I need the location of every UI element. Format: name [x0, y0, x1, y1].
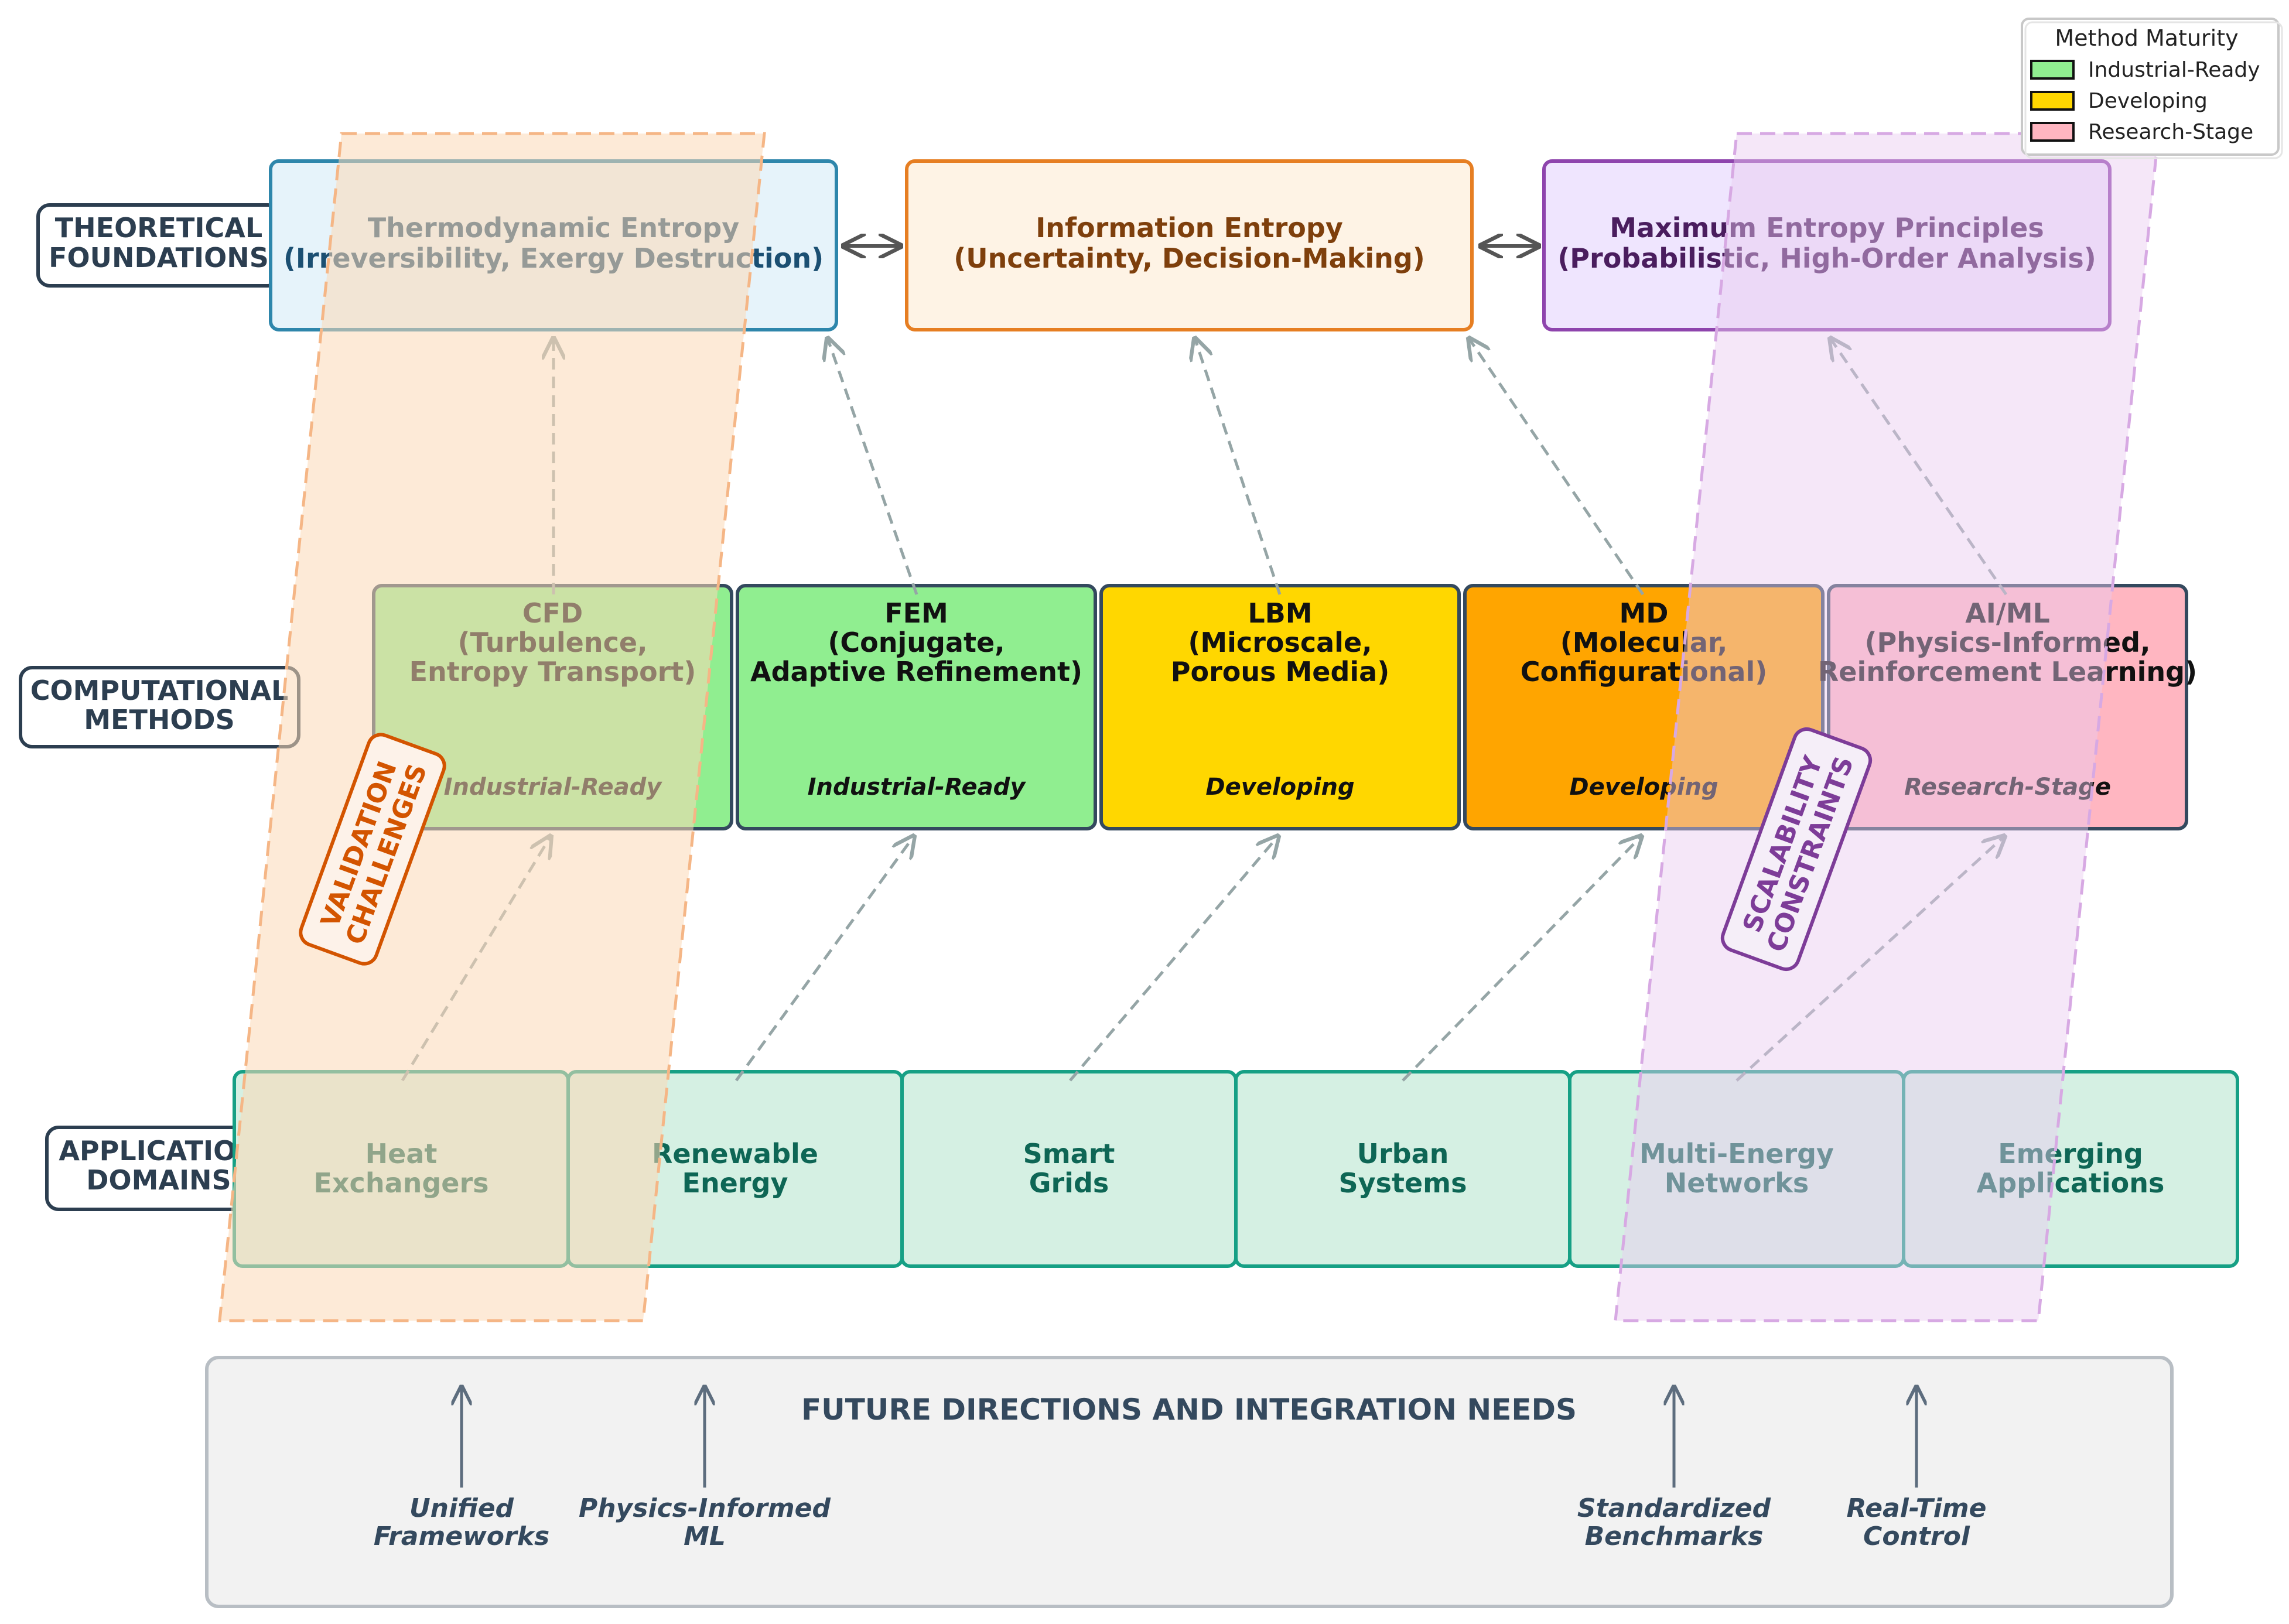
- scalability-constraint-band: [1614, 132, 2160, 1322]
- arrow-multi-to-aiml: [1735, 836, 2004, 1082]
- future-item-piml-line1: Physics-Informed: [579, 1493, 831, 1523]
- foundation-box-maxent: Maximum Entropy Principles(Probabilistic…: [1542, 159, 2112, 331]
- layer-label-application-line2: DOMAINS: [86, 1164, 231, 1196]
- foundation-box-info: Information Entropy(Uncertainty, Decisio…: [905, 159, 1474, 331]
- arrow-fem-to-thermo: [828, 339, 918, 595]
- future-item-unified-line1: Unified: [409, 1493, 514, 1523]
- legend-item-2: Research-Stage: [2030, 120, 2253, 144]
- future-item-rtc-line1: Real-Time: [1847, 1493, 1987, 1523]
- layer-label-theoretical-line2: FOUNDATIONS: [49, 242, 269, 273]
- method-aiml-line1: AI/ML: [1965, 597, 2050, 629]
- method-lbm-line1: LBM: [1248, 597, 1312, 629]
- future-item-bench-line1: Standardized: [1577, 1493, 1771, 1523]
- method-box-md: MD(Molecular,Configurational) Developing: [1463, 584, 1825, 830]
- method-fem-line3: Adaptive Refinement): [750, 656, 1082, 688]
- method-lbm-line2: (Microscale,: [1188, 627, 1372, 658]
- foundation-info-line2: (Uncertainty, Decision-Making): [954, 242, 1425, 274]
- future-directions-panel: FUTURE DIRECTIONS AND INTEGRATION NEEDS …: [205, 1356, 2174, 1608]
- layer-label-application-line1: APPLICATION: [59, 1135, 258, 1167]
- future-directions-title: FUTURE DIRECTIONS AND INTEGRATION NEEDS: [801, 1393, 1577, 1427]
- method-box-fem: FEM(Conjugate,Adaptive Refinement) Indust…: [736, 584, 1097, 830]
- foundation-maxent-line1: Maximum Entropy Principles: [1610, 212, 2044, 244]
- method-lbm-maturity: Developing: [1205, 774, 1354, 801]
- method-md-line2: (Molecular,: [1560, 627, 1728, 658]
- legend-item-0: Industrial-Ready: [2030, 58, 2260, 82]
- application-multi-line2: Networks: [1665, 1167, 1809, 1199]
- arrow-urban-to-md: [1402, 836, 1641, 1082]
- legend-label-2: Research-Stage: [2088, 120, 2253, 144]
- legend-item-1: Developing: [2030, 89, 2208, 113]
- method-box-lbm: LBM(Microscale,Porous Media) Developing: [1099, 584, 1461, 830]
- arrow-grids-to-lbm: [1069, 836, 1278, 1082]
- arrow-renew-to-fem: [734, 836, 914, 1082]
- layer-label-computational-line1: COMPUTATIONAL: [30, 675, 289, 706]
- methods-row: CFD(Turbulence,Entropy Transport)Industr…: [372, 584, 2197, 830]
- method-md-maturity: Developing: [1569, 774, 1718, 801]
- application-urban-line2: Systems: [1339, 1167, 1467, 1199]
- method-fem-line1: FEM: [884, 597, 948, 629]
- method-box-aiml: AI/ML(Physics-Informed,Reinforcement Lea…: [1818, 584, 2197, 830]
- method-aiml-line3: Reinforcement Learning): [1818, 656, 2197, 688]
- legend-label-1: Developing: [2088, 89, 2208, 113]
- arrow-lbm-to-info: [1195, 339, 1282, 595]
- future-item-piml-line2: ML: [684, 1522, 726, 1551]
- layer-label-application: APPLICATION DOMAINS: [45, 1126, 272, 1211]
- validation-challenge-band: [218, 132, 766, 1322]
- arrow-md-to-info: [1469, 339, 1645, 596]
- layer-label-theoretical-line1: THEORETICAL: [55, 212, 262, 244]
- method-lbm-line3: Porous Media): [1171, 656, 1389, 688]
- legend-swatch-1: [2030, 91, 2075, 111]
- method-md-line1: MD: [1620, 597, 1669, 629]
- application-renew-line1: Renewable: [652, 1138, 818, 1170]
- future-item-unified-line2: Frameworks: [374, 1522, 549, 1551]
- future-item-bench-line2: Benchmarks: [1585, 1522, 1764, 1551]
- legend-title: Method Maturity: [2055, 25, 2238, 51]
- application-renew-line2: Energy: [682, 1167, 788, 1199]
- layer-label-computational: COMPUTATIONAL METHODS: [19, 666, 300, 748]
- legend-label-0: Industrial-Ready: [2088, 58, 2260, 82]
- layer-label-theoretical: THEORETICAL FOUNDATIONS: [36, 203, 281, 288]
- application-emerging-line1: Emerging: [1998, 1138, 2143, 1170]
- legend: Method Maturity Industrial-ReadyDevelopi…: [2021, 18, 2283, 159]
- method-md-line3: Configurational): [1521, 656, 1768, 688]
- legend-swatch-2: [2030, 122, 2075, 142]
- arrow-aiml-to-maxent: [1830, 339, 2008, 596]
- method-aiml-line2: (Physics-Informed,: [1864, 627, 2150, 658]
- future-items: UnifiedFrameworksPhysics-InformedMLStand…: [374, 1387, 1987, 1551]
- application-grids-line1: Smart: [1023, 1138, 1115, 1170]
- application-emerging-line2: Applications: [1977, 1167, 2165, 1199]
- foundation-maxent-line2: (Probabilistic, High-Order Analysis): [1557, 242, 2096, 274]
- method-fem-line2: (Conjugate,: [828, 627, 1005, 658]
- legend-swatch-0: [2030, 60, 2075, 80]
- application-multi-line1: Multi-Energy: [1639, 1138, 1834, 1170]
- application-urban-line1: Urban: [1357, 1138, 1449, 1170]
- foundation-info-line1: Information Entropy: [1036, 212, 1343, 244]
- method-fem-maturity: Industrial-Ready: [808, 774, 1027, 801]
- future-item-rtc-line2: Control: [1863, 1522, 1970, 1551]
- application-grids-line2: Grids: [1029, 1167, 1109, 1199]
- layer-label-computational-line2: METHODS: [84, 704, 235, 736]
- method-aiml-maturity: Research-Stage: [1904, 774, 2111, 801]
